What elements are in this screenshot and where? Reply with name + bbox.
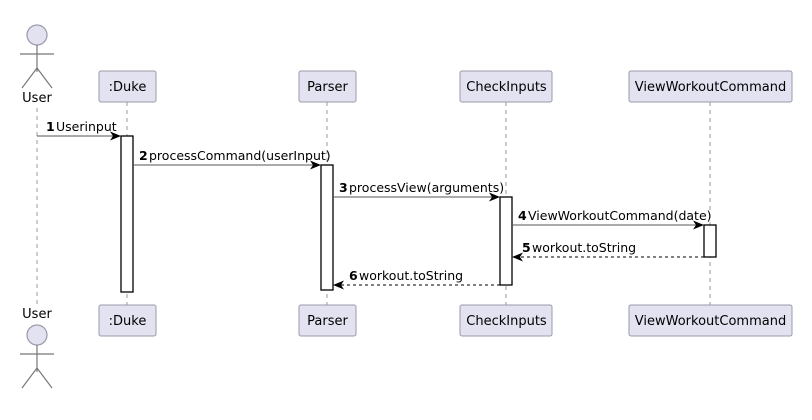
activation-bar-parser (320, 164, 334, 291)
participant-duke-bottom[interactable]: :Duke (98, 304, 157, 337)
participant-duke-top[interactable]: :Duke (98, 70, 157, 103)
actor-head-icon-bottom (26, 324, 48, 346)
participant-label-duke-top: :Duke (109, 80, 147, 95)
message-seq-1: 1 (46, 119, 55, 134)
message-3: 3 processView(arguments) (333, 180, 504, 202)
message-seq-6: 6 (349, 268, 358, 283)
activation-bar-viewworkoutcommand (703, 224, 717, 258)
participant-label-parser-top: Parser (307, 80, 348, 95)
message-label-3: processView(arguments) (349, 180, 504, 195)
message-6: 6 workout.toString (333, 268, 500, 290)
participant-viewworkoutcommand-bottom[interactable]: ViewWorkoutCommand (628, 304, 793, 337)
message-5: 5 workout.toString (512, 240, 704, 262)
activation-bar-checkinputs (499, 196, 513, 286)
participant-parser-top[interactable]: Parser (298, 70, 357, 103)
message-label-1: Userinput (56, 119, 117, 134)
actor-user-top: User (20, 24, 54, 106)
participant-label-checkinputs-bottom: CheckInputs (466, 314, 547, 329)
message-2: 2 processCommand(userInput) (133, 148, 331, 170)
participant-viewworkoutcommand-top[interactable]: ViewWorkoutCommand (628, 70, 793, 103)
message-seq-4: 4 (518, 208, 527, 223)
actor-leg-right-icon (36, 67, 53, 89)
actor-head-icon (26, 24, 48, 46)
participant-label-viewworkoutcommand-top: ViewWorkoutCommand (635, 80, 786, 95)
actor-label-bottom: User (22, 307, 52, 322)
participant-label-parser-bottom: Parser (307, 314, 348, 329)
actor-label-top: User (22, 91, 52, 106)
message-seq-2: 2 (139, 148, 148, 163)
participant-box-checkinputs-bottom[interactable] (459, 304, 553, 337)
message-label-6: workout.toString (359, 268, 463, 283)
actor-leg-left-icon (21, 67, 38, 89)
participant-box-parser-top[interactable] (298, 70, 357, 103)
message-4: 4 ViewWorkoutCommand(date) (512, 208, 712, 230)
participant-box-viewworkoutcommand-top[interactable] (628, 70, 793, 103)
participant-box-duke-bottom[interactable] (98, 304, 157, 337)
actor-leg-right-icon-bottom (36, 367, 53, 389)
participant-box-duke-top[interactable] (98, 70, 157, 103)
actor-leg-left-icon-bottom (21, 367, 38, 389)
participant-box-checkinputs-top[interactable] (459, 70, 553, 103)
message-label-2: processCommand(userInput) (149, 148, 331, 163)
participant-checkinputs-bottom[interactable]: CheckInputs (459, 304, 553, 337)
participant-box-viewworkoutcommand-bottom[interactable] (628, 304, 793, 337)
message-label-4: ViewWorkoutCommand(date) (528, 208, 712, 223)
participant-parser-bottom[interactable]: Parser (298, 304, 357, 337)
message-1: 1 Userinput (37, 119, 121, 141)
activation-bar-duke (120, 135, 134, 293)
message-label-5: workout.toString (532, 240, 636, 255)
participant-checkinputs-top[interactable]: CheckInputs (459, 70, 553, 103)
participant-label-checkinputs-top: CheckInputs (466, 80, 547, 95)
message-seq-5: 5 (522, 240, 531, 255)
message-seq-3: 3 (339, 180, 348, 195)
participant-label-duke-bottom: :Duke (109, 314, 147, 329)
actor-user-bottom: User (20, 307, 54, 389)
participant-box-parser-bottom[interactable] (298, 304, 357, 337)
participant-label-viewworkoutcommand-bottom: ViewWorkoutCommand (635, 314, 786, 329)
